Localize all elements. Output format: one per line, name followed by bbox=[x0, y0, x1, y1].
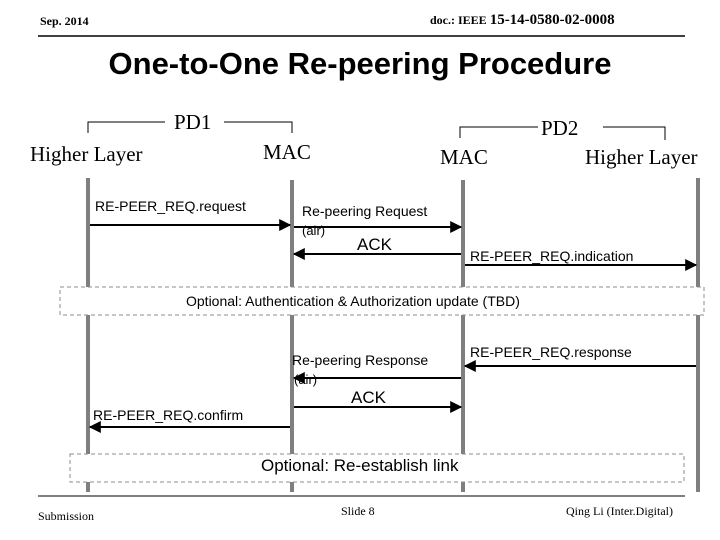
footer-slide-number: Slide 8 bbox=[341, 504, 375, 518]
mac-left-label: MAC bbox=[263, 140, 311, 164]
msg-ack-2: ACK bbox=[351, 388, 386, 407]
msg-req-request: RE-PEER_REQ.request bbox=[95, 198, 246, 214]
msg-repeering-request: Re-peering Request bbox=[302, 203, 428, 219]
pd1-bracket-right bbox=[224, 121, 293, 133]
pd2-bracket bbox=[459, 126, 538, 138]
msg-req-confirm: RE-PEER_REQ.confirm bbox=[93, 407, 244, 423]
msg-air-1: (air) bbox=[302, 223, 326, 238]
msg-air-2: (air) bbox=[294, 372, 318, 387]
header-date: Sep. 2014 bbox=[40, 14, 89, 28]
pd1-label: PD1 bbox=[174, 110, 212, 134]
optional-reestablish-label: Optional: Re-establish link bbox=[261, 456, 459, 475]
msg-req-indication: RE-PEER_REQ.indication bbox=[470, 248, 634, 264]
footer-author: Qing Li (Inter.Digital) bbox=[566, 504, 673, 518]
mac-right-label: MAC bbox=[440, 145, 488, 169]
optional-reestablish-region bbox=[69, 453, 685, 483]
header-doc-prefix: doc.: IEEE bbox=[430, 13, 487, 27]
higher-layer-left-label: Higher Layer bbox=[30, 142, 143, 166]
optional-auth-region bbox=[59, 286, 705, 316]
msg-ack-1: ACK bbox=[357, 235, 392, 254]
pd2-bracket-right bbox=[603, 126, 666, 140]
header-doc-id: doc.: IEEE 15-14-0580-02-0008 bbox=[430, 12, 615, 29]
msg-repeering-response: Re-peering Response bbox=[292, 352, 429, 368]
footer-submission: Submission bbox=[38, 509, 95, 523]
header-doc-number: 15-14-0580-02-0008 bbox=[489, 12, 615, 28]
optional-auth-label: Optional: Authentication & Authorization… bbox=[186, 293, 520, 309]
higher-layer-right-label: Higher Layer bbox=[585, 145, 698, 169]
page-title: One-to-One Re-peering Procedure bbox=[108, 46, 612, 81]
pd1-bracket bbox=[87, 121, 165, 133]
pd2-label: PD2 bbox=[541, 116, 579, 140]
msg-req-response: RE-PEER_REQ.response bbox=[470, 344, 632, 360]
